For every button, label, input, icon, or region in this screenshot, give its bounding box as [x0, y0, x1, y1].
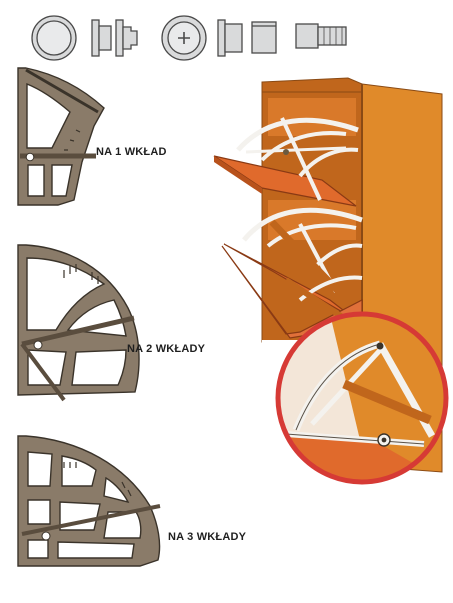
top-flap	[213, 155, 357, 207]
sleeve-part	[217, 19, 243, 57]
dowel-part	[295, 23, 347, 49]
fitting-1-drawing	[17, 67, 105, 206]
spacer-part	[251, 21, 277, 54]
bushing-profile-part	[115, 19, 138, 57]
pivot-disc-part	[161, 15, 207, 61]
callout-ring	[275, 311, 449, 485]
washer-disc-part	[31, 15, 77, 61]
parts-row	[31, 15, 347, 61]
label-fitting-1: NA 1 WKŁAD	[96, 146, 167, 158]
label-fitting-2: NA 2 WKŁADY	[127, 343, 206, 355]
detail-callout	[275, 311, 449, 485]
fitting-2-drawing	[17, 244, 140, 402]
bottom-flap	[221, 245, 363, 339]
bushing-side-part	[91, 19, 112, 57]
label-fitting-3: NA 3 WKŁADY	[168, 531, 247, 543]
fitting-3-drawing	[17, 435, 161, 567]
